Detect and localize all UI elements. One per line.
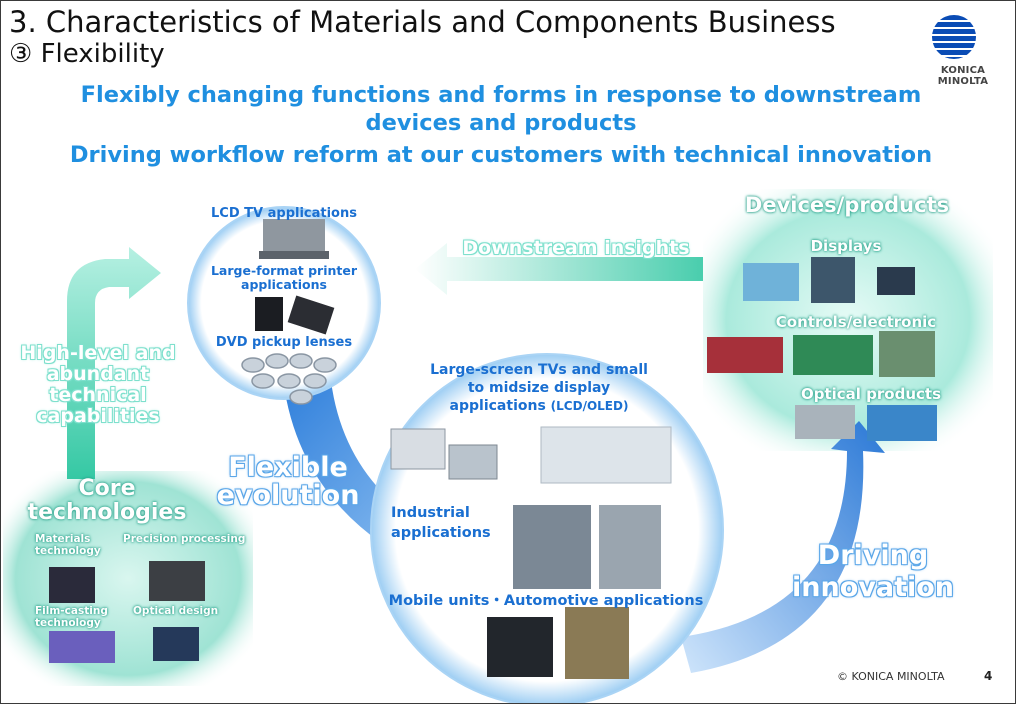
lead-line-2: devices and products — [365, 110, 637, 136]
devices-heading: Devices/products — [744, 193, 950, 217]
controls-label: Controls/electronic — [775, 313, 937, 331]
display-image-3 — [877, 267, 915, 295]
display-image-2 — [811, 257, 855, 303]
page-title: 3. Characteristics of Materials and Comp… — [9, 5, 836, 39]
lead-line-3: Driving workflow reform at our customers… — [69, 142, 933, 168]
brand-name: KONICA MINOLTA — [937, 65, 989, 87]
display-image-1 — [743, 263, 799, 301]
printer-label-line-2: applications — [241, 277, 327, 292]
screens-label-2: to midsize display — [467, 380, 611, 396]
lcd-tv-label: LCD TV applications — [211, 206, 357, 221]
materials-label-2: technology — [35, 545, 101, 557]
capabilities-label-3: technical — [49, 384, 147, 406]
watch-image — [448, 444, 498, 480]
devices-panel — [703, 189, 993, 451]
flexible-label-1: Flexible — [228, 452, 348, 483]
dvd-lenses-image — [241, 353, 337, 405]
page-subtitle: ③ Flexibility — [9, 39, 165, 69]
industrial-head-image-2 — [599, 505, 661, 589]
car-image — [795, 405, 855, 439]
laptop-image — [390, 428, 446, 470]
projector-image — [487, 617, 553, 677]
industrial-label-1: Industrial — [391, 505, 470, 521]
optical-design-label: Optical design — [133, 605, 219, 617]
drone-image — [867, 405, 937, 441]
materials-image — [49, 567, 95, 603]
copyright: © KONICA MINOLTA — [837, 670, 945, 683]
store-image — [879, 331, 935, 377]
downstream-insights-label: Downstream insights — [462, 237, 690, 259]
core-heading-1: Core — [78, 476, 136, 501]
displays-label: Displays — [810, 237, 882, 255]
capabilities-label-2: abundant — [46, 363, 150, 385]
screens-label-1: Large-screen TVs and small — [430, 362, 648, 378]
page-number: 4 — [984, 669, 993, 683]
screens-label-3: applications (LCD/OLED) — [401, 397, 677, 415]
driving-label-1: Driving — [817, 540, 929, 571]
screens-label-3a: applications — [449, 398, 551, 414]
industrial-head-image-1 — [513, 505, 591, 589]
driving-arc — [681, 421, 885, 673]
optical-products-label: Optical products — [800, 385, 942, 403]
printer-label-line-1: Large-format printer — [210, 263, 358, 278]
camera-module-image — [565, 607, 629, 679]
dvd-label: DVD pickup lenses — [215, 335, 353, 350]
capabilities-label-1: High-level and — [20, 342, 176, 364]
materials-label-1: Materials — [35, 533, 91, 545]
konica-minolta-logo-icon — [932, 15, 976, 59]
film-image — [49, 631, 115, 663]
screens-label-3b: (LCD/OLED) — [550, 399, 629, 413]
lens-image — [153, 627, 199, 661]
printer-head-image — [255, 297, 283, 331]
driving-label-2: innovation — [792, 572, 954, 603]
mobile-automotive-label: Mobile units・Automotive applications — [388, 593, 704, 609]
precision-label: Precision processing — [123, 533, 246, 545]
lcd-machine-image — [263, 219, 325, 257]
industrial-label-2: applications — [391, 525, 491, 541]
capabilities-label-4: capabilities — [36, 405, 160, 427]
circuit-board-image — [793, 335, 873, 375]
downstream-arrow — [415, 243, 703, 295]
film-roll-image — [540, 426, 672, 484]
core-heading-2: technologies — [27, 500, 187, 525]
lead-line-1: Flexibly changing functions and forms in… — [80, 82, 922, 108]
top-circle — [187, 206, 381, 400]
film-casting-label-1: Film-casting — [35, 605, 108, 617]
camera-image — [149, 561, 205, 601]
film-casting-label-2: technology — [35, 617, 101, 629]
capabilities-arrow — [67, 247, 161, 479]
flexible-label-2: evolution — [216, 480, 360, 511]
printer-machine-image — [707, 337, 783, 373]
